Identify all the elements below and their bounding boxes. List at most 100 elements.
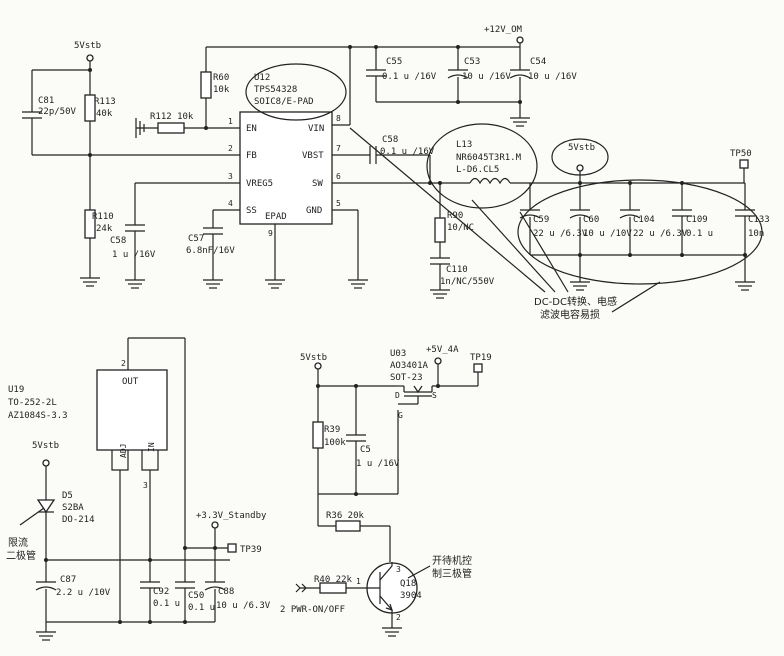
c104-ref: C104 bbox=[633, 215, 655, 225]
u3-drain-pin: D bbox=[395, 391, 400, 400]
vstb-u3-terminal bbox=[314, 362, 322, 370]
note-d5-line2: 二极管 bbox=[6, 549, 36, 562]
pin-gnd: GND bbox=[306, 206, 322, 216]
output-caps bbox=[519, 181, 755, 282]
l13-part: NR6045T3R1.M bbox=[456, 153, 522, 163]
pin-ss: SS bbox=[246, 206, 257, 216]
r90-ref: R90 bbox=[447, 211, 463, 221]
r60-ref: R60 bbox=[213, 73, 229, 83]
r60-body bbox=[200, 71, 212, 99]
vstb-top-label: 5Vstb bbox=[74, 41, 101, 51]
ground-input-caps bbox=[510, 117, 530, 127]
r112-body bbox=[157, 122, 185, 134]
pin-en: EN bbox=[246, 124, 257, 134]
pin-number-6: 6 bbox=[336, 172, 341, 181]
v5-4a-label: +5V_4A bbox=[426, 345, 459, 355]
l13-ref: L13 bbox=[456, 140, 472, 150]
c53-ref: C53 bbox=[464, 57, 480, 67]
c5-value: 1 u /16V bbox=[356, 459, 400, 469]
u12-part: TPS54328 bbox=[254, 85, 297, 95]
note-dcdc-line1: DC-DC转换、电感 bbox=[534, 295, 617, 308]
q18-part: 3904 bbox=[400, 591, 422, 601]
l13-coil bbox=[469, 177, 511, 185]
c81-ref: C81 bbox=[38, 96, 54, 106]
ground-outcaps-2 bbox=[735, 281, 755, 291]
vstb-highlight-ellipse bbox=[551, 138, 609, 176]
ground-u12 bbox=[348, 279, 368, 289]
c54-ref: C54 bbox=[530, 57, 546, 67]
u12-body bbox=[239, 111, 333, 225]
c58-ref: C58 bbox=[382, 135, 398, 145]
c92-ref: C92 bbox=[153, 587, 169, 597]
tp19-label: TP19 bbox=[470, 353, 492, 363]
c50-value: 0.1 u bbox=[188, 603, 215, 613]
u3-package: SOT-23 bbox=[390, 373, 423, 383]
pin-number-5: 5 bbox=[336, 199, 341, 208]
c60-ref: C60 bbox=[583, 215, 599, 225]
r36-body bbox=[335, 520, 361, 532]
pin-number-3: 3 bbox=[228, 172, 233, 181]
u19-ref: U19 bbox=[8, 385, 24, 395]
c87-value: 2.2 u /10V bbox=[56, 588, 111, 598]
c59-value: 22 u /6.3V bbox=[533, 229, 588, 239]
v5-4a-terminal bbox=[434, 357, 442, 365]
r90-value: 10/NC bbox=[447, 223, 474, 233]
c110-ref: C110 bbox=[446, 265, 468, 275]
pin-fb: FB bbox=[246, 151, 257, 161]
c55-ref: C55 bbox=[386, 57, 402, 67]
pin-vin: VIN bbox=[308, 124, 324, 134]
vstb-d5-terminal bbox=[42, 459, 50, 467]
q18-ref: Q18 bbox=[400, 579, 416, 589]
c133-ref: C133 bbox=[748, 215, 770, 225]
tp50-label: TP50 bbox=[730, 149, 752, 159]
ground-epad bbox=[265, 279, 285, 289]
pin-number-2: 2 bbox=[228, 144, 233, 153]
c88-value: 10 u /6.3V bbox=[216, 601, 271, 611]
vstb-l13-terminal bbox=[576, 164, 584, 172]
ground-bottom-left bbox=[36, 622, 56, 641]
l13-value: L-D6.CL5 bbox=[456, 165, 499, 175]
v12-terminal bbox=[516, 36, 524, 44]
r39-body bbox=[312, 421, 324, 449]
d5-package: DO-214 bbox=[62, 515, 95, 525]
r90-body bbox=[434, 217, 446, 243]
arrow-d5 bbox=[19, 507, 45, 526]
c110-value: 1n/NC/550V bbox=[440, 277, 495, 287]
pin-epad: EPAD bbox=[265, 212, 287, 222]
v33-terminal bbox=[211, 521, 219, 529]
note-d5-line1: 限流 bbox=[8, 536, 28, 549]
ground-c57 bbox=[203, 279, 223, 289]
c55-value: 0.1 u /16V bbox=[382, 72, 437, 82]
pwr-on-arrow bbox=[295, 583, 307, 593]
r40-label: R40 22k bbox=[314, 575, 353, 585]
c57-ref: C57 bbox=[188, 234, 204, 244]
c58-value: 0.1 u /16V bbox=[380, 147, 435, 157]
pin-vreg5: VREG5 bbox=[246, 179, 273, 189]
u3-mosfet-symbol bbox=[396, 385, 478, 405]
u12-name: U12 bbox=[254, 73, 270, 83]
r113-ref: R113 bbox=[94, 97, 116, 107]
arrow-note-vin bbox=[349, 127, 546, 293]
c87-ref: C87 bbox=[60, 575, 76, 585]
c109-value: 0.1 u bbox=[686, 229, 713, 239]
c109-ref: C109 bbox=[686, 215, 708, 225]
u12-package: SOIC8/E-PAD bbox=[254, 97, 314, 107]
arrow-note-l13 bbox=[471, 199, 556, 293]
q18-pin-2: 2 bbox=[396, 613, 401, 622]
v12-label: +12V_OM bbox=[484, 25, 523, 35]
u12-highlight-ellipse bbox=[245, 63, 347, 121]
note-q18-line1: 开待机控 bbox=[432, 554, 472, 567]
pin-number-8: 8 bbox=[336, 114, 341, 123]
u3-ref: U03 bbox=[390, 349, 406, 359]
pin-vbst: VBST bbox=[302, 151, 324, 161]
c60-value: 10 u /10V bbox=[583, 229, 632, 239]
d5-part: S2BA bbox=[62, 503, 84, 513]
pin-number-7: 7 bbox=[336, 144, 341, 153]
c92-value: 0.1 u bbox=[153, 599, 180, 609]
u3-part: AO3401A bbox=[390, 361, 429, 371]
note-dcdc-line2: 滤波电容易损 bbox=[540, 308, 600, 321]
ground-r110 bbox=[80, 277, 100, 287]
d5-triangle bbox=[36, 499, 56, 514]
